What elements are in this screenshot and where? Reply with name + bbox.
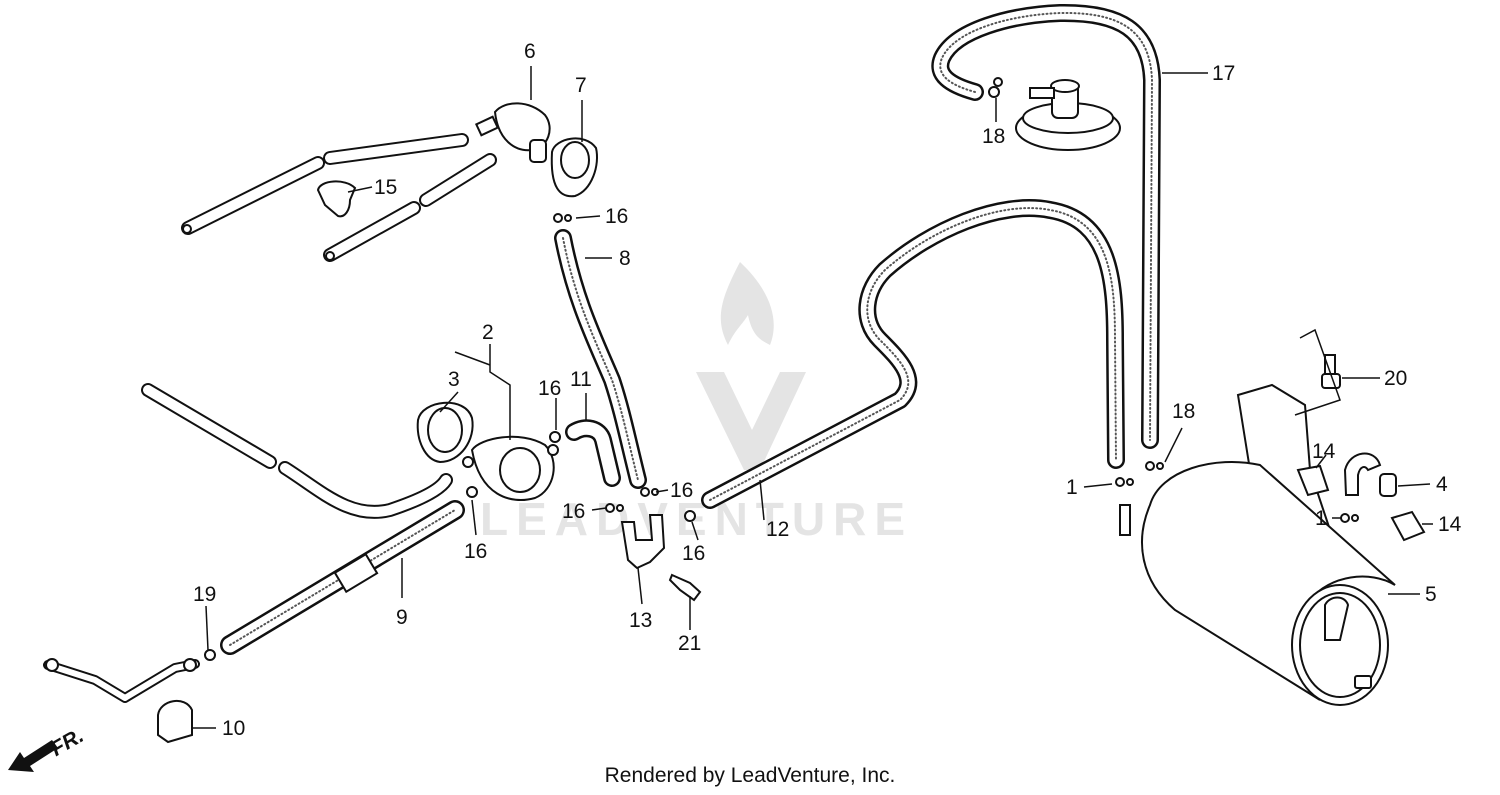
callout-9: 9 xyxy=(396,606,408,629)
callout-18: 18 xyxy=(1172,400,1195,423)
hose-long-left xyxy=(141,383,453,519)
credit-text: Rendered by LeadVenture, Inc. xyxy=(604,764,896,787)
callout-10: 10 xyxy=(222,717,245,740)
canister-5 xyxy=(1119,383,1396,706)
callout-2: 2 xyxy=(482,321,494,344)
callout-3: 3 xyxy=(448,368,460,391)
clip-10 xyxy=(157,700,193,744)
callout-8: 8 xyxy=(619,247,631,270)
valve-6 xyxy=(474,102,551,163)
callout-16-c: 16 xyxy=(670,479,693,502)
callout-16-e: 16 xyxy=(464,540,487,563)
callout-4: 4 xyxy=(1436,473,1448,496)
clips-14 xyxy=(1296,464,1426,542)
callout-17: 17 xyxy=(1212,62,1235,85)
vent-hose-upper-left xyxy=(181,133,497,262)
clamp-3 xyxy=(416,401,474,464)
callout-15: 15 xyxy=(374,176,397,199)
hose-8 xyxy=(554,229,647,489)
callout-21: 21 xyxy=(678,632,701,655)
watermark-logo: LEADVENTURE xyxy=(480,262,905,545)
callout-14-left: 14 xyxy=(1312,440,1336,463)
callout-1-left: 1 xyxy=(1066,476,1078,499)
callout-numbers: 6 7 15 16 8 2 3 16 11 16 16 16 16 9 19 1… xyxy=(193,40,1462,740)
callout-11: 11 xyxy=(570,368,592,391)
callout-1-right: 1 xyxy=(1315,507,1327,530)
joint-13 xyxy=(620,514,666,570)
hose-11 xyxy=(565,419,621,487)
callout-12: 12 xyxy=(766,518,789,541)
elbow-4 xyxy=(1343,452,1397,497)
callout-6: 6 xyxy=(524,40,536,63)
callout-19: 19 xyxy=(193,583,216,606)
callout-20: 20 xyxy=(1384,367,1407,390)
clamps-16 xyxy=(466,213,696,522)
clamp-7 xyxy=(550,137,598,198)
clamps-1-18 xyxy=(1115,461,1359,523)
clamp-18-top xyxy=(988,77,1003,98)
bolt-21 xyxy=(668,573,702,602)
callout-16-a: 16 xyxy=(538,377,561,400)
callout-5: 5 xyxy=(1425,583,1437,606)
callout-13: 13 xyxy=(629,609,652,632)
front-marker-label: FR. xyxy=(47,724,88,761)
bolt-20 xyxy=(1321,354,1341,389)
callout-16-d: 16 xyxy=(682,542,705,565)
pump-2 xyxy=(462,435,559,502)
clip-15 xyxy=(316,180,357,218)
callout-18-top: 18 xyxy=(982,125,1005,148)
fuel-pipe-19 xyxy=(43,649,216,703)
hose-9 xyxy=(220,500,465,655)
callout-16-b: 16 xyxy=(562,500,585,523)
fuel-cap xyxy=(1015,79,1121,151)
callout-7: 7 xyxy=(575,74,587,97)
leader-lines xyxy=(192,66,1433,729)
callout-14-right: 14 xyxy=(1438,513,1462,536)
callout-16-top: 16 xyxy=(605,205,628,228)
hose-17 xyxy=(931,3,1161,449)
hose-12 xyxy=(701,199,1125,509)
